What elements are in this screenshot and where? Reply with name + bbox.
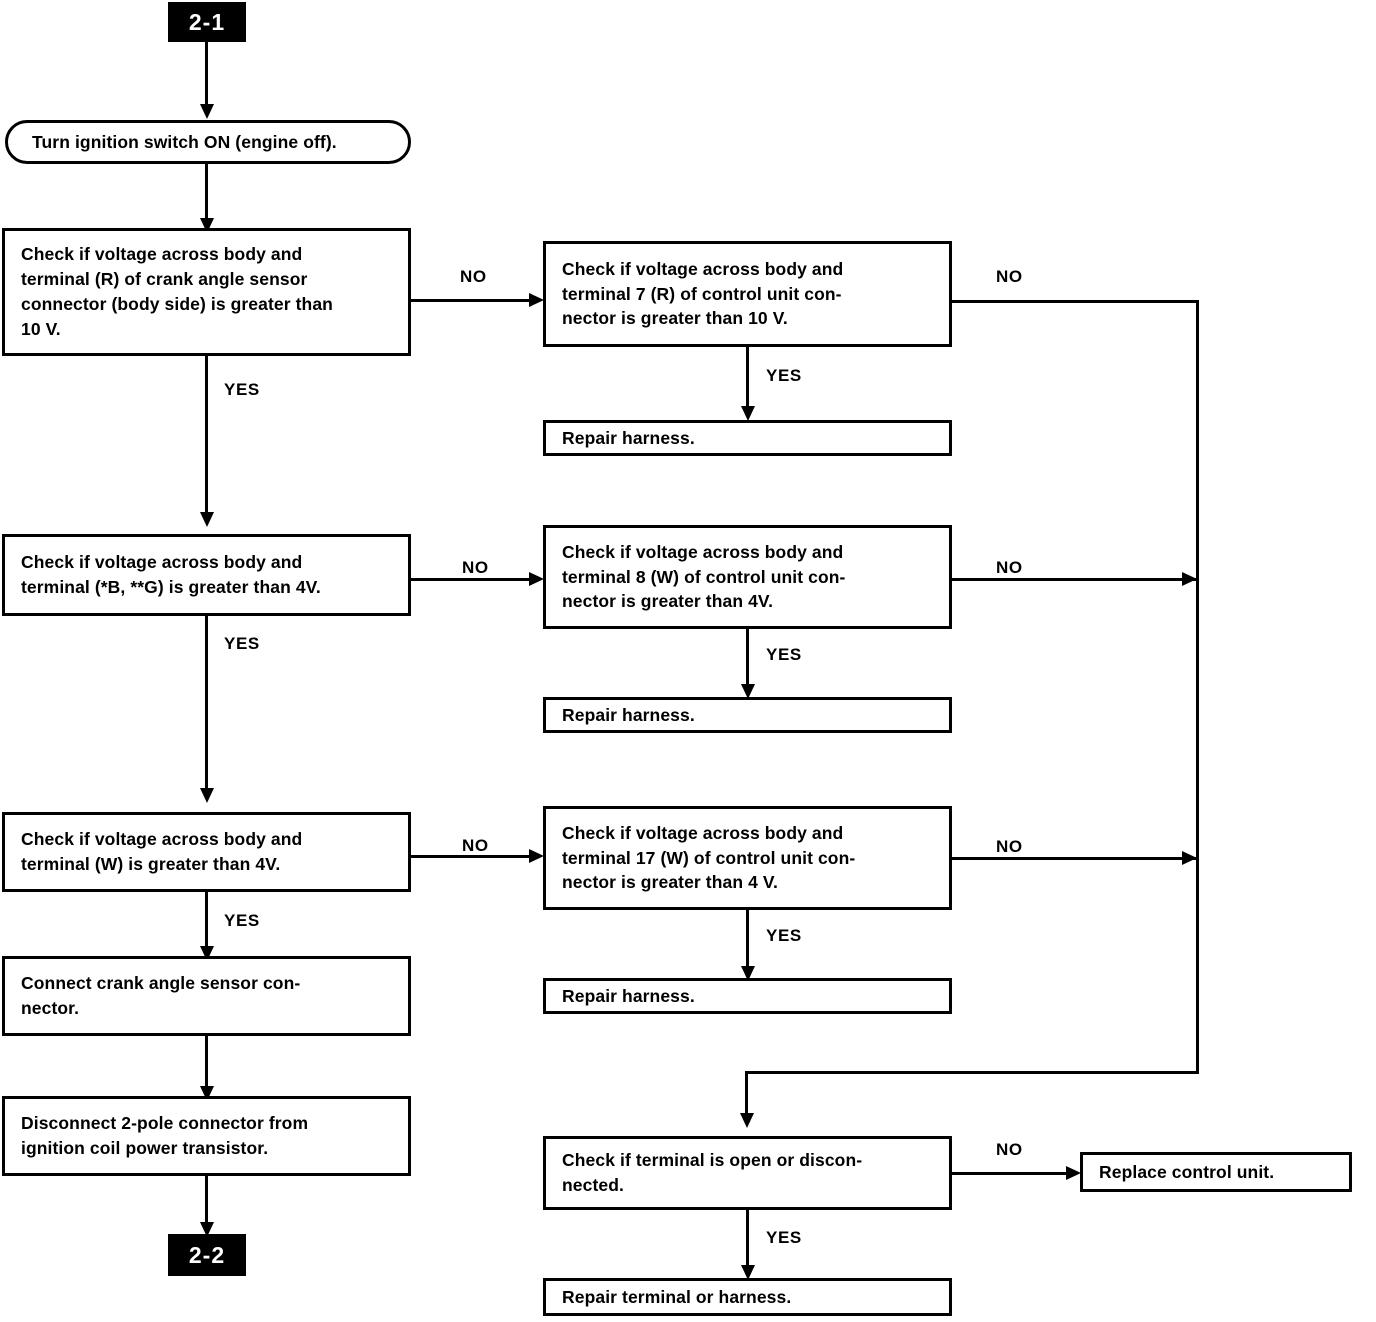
node-repair-harness-2: Repair harness. [543, 697, 952, 733]
disconnect-2pole-line1: Disconnect 2-pole connector from [21, 1113, 309, 1134]
edge-no-5 [411, 855, 533, 858]
replace-control-unit-line1: Replace control unit. [1099, 1161, 1275, 1182]
node-disconnect-2-pole-connector: Disconnect 2-pole connector from ignitio… [2, 1096, 411, 1176]
edge-no-2 [952, 300, 1199, 303]
check-cu-7r-line2: terminal 7 (R) of control unit con- [562, 283, 842, 304]
edge-yes-2 [746, 347, 749, 415]
check-sensor-r-line4: 10 V. [21, 318, 61, 339]
arrowhead-no-4 [1182, 572, 1197, 586]
check-cu-17w-line2: terminal 17 (W) of control unit con- [562, 847, 856, 868]
edge-label-yes-5: YES [224, 911, 260, 930]
edge-label-yes-7: YES [766, 1228, 802, 1247]
check-terminal-open-line2: nected. [562, 1175, 624, 1195]
node-check-terminal-open: Check if terminal is open or discon- nec… [543, 1136, 952, 1210]
arrowhead-no-7 [1066, 1166, 1081, 1180]
edge-yes-5 [205, 892, 208, 954]
edge-connect-to-disconnect [205, 1036, 208, 1094]
edge-no-7 [952, 1172, 1070, 1175]
check-term-w-line1: Check if voltage across body and [21, 829, 303, 850]
edge-label-no-5: NO [462, 836, 489, 855]
node-repair-harness-1: Repair harness. [543, 420, 952, 456]
repair-harness-1-line1: Repair harness. [562, 427, 695, 448]
check-cu-17w-line3: nector is greater than 4 V. [562, 872, 779, 893]
arrowhead-no-6 [1182, 851, 1197, 865]
edge-label-no-3: NO [462, 558, 489, 577]
check-cu-8w-line3: nector is greater than 4V. [562, 591, 774, 612]
node-repair-terminal-or-harness: Repair terminal or harness. [543, 1278, 952, 1316]
edge-no-1 [411, 299, 533, 302]
arrowhead-yes-4 [741, 684, 755, 699]
arrowhead-yes-2 [741, 406, 755, 421]
node-check-cu-terminal-17w: Check if voltage across body and termina… [543, 806, 952, 910]
check-cu-8w-line2: terminal 8 (W) of control unit con- [562, 566, 846, 587]
node-connect-crank-angle-sensor: Connect crank angle sensor con- nector. [2, 956, 411, 1036]
edge-label-yes-1: YES [224, 380, 260, 399]
node-turn-ignition: Turn ignition switch ON (engine off). [5, 120, 411, 164]
end-tag-label: 2-2 [188, 1241, 226, 1268]
repair-harness-3-line1: Repair harness. [562, 985, 695, 1006]
arrowhead-no-1 [529, 293, 544, 307]
node-check-cu-terminal-8w: Check if voltage across body and termina… [543, 525, 952, 629]
check-term-w-line2: terminal (W) is greater than 4V. [21, 854, 281, 874]
edge-label-no-2: NO [996, 267, 1023, 286]
start-tag-2-1: 2-1 [168, 2, 246, 42]
node-check-terminal-b-g: Check if voltage across body and termina… [2, 534, 411, 616]
edge-no-6 [952, 857, 1199, 860]
check-sensor-r-line2: terminal (R) of crank angle sensor [21, 269, 308, 290]
arrowhead-bus-to-terminal-check [740, 1113, 754, 1128]
connect-sensor-line1: Connect crank angle sensor con- [21, 973, 301, 994]
edge-label-yes-3: YES [224, 634, 260, 653]
edge-no-4 [952, 578, 1199, 581]
check-cu-7r-line3: nector is greater than 10 V. [562, 308, 788, 329]
arrowhead-yes-1 [200, 512, 214, 527]
bus-vertical-right [1196, 300, 1199, 1074]
check-terminal-open-line1: Check if terminal is open or discon- [562, 1150, 863, 1171]
edge-start-to-ignition [205, 42, 208, 108]
arrowhead-yes-7 [741, 1265, 755, 1280]
end-tag-2-2: 2-2 [168, 1234, 246, 1276]
bus-drop-to-terminal-check [745, 1071, 748, 1123]
node-repair-harness-3: Repair harness. [543, 978, 952, 1014]
node-check-terminal-w: Check if voltage across body and termina… [2, 812, 411, 892]
node-check-sensor-terminal-r: Check if voltage across body and termina… [2, 228, 411, 356]
edge-label-yes-4: YES [766, 645, 802, 664]
check-cu-17w-line1: Check if voltage across body and [562, 822, 844, 843]
edge-label-no-4: NO [996, 558, 1023, 577]
connect-sensor-line2: nector. [21, 998, 80, 1018]
check-sensor-r-line3: connector (body side) is greater than [21, 294, 333, 314]
arrowhead-no-5 [529, 849, 544, 863]
node-replace-control-unit: Replace control unit. [1080, 1152, 1352, 1192]
check-term-bg-line2: terminal (*B, **G) is greater than 4V. [21, 577, 321, 597]
edge-ignition-to-check1 [205, 164, 208, 226]
arrowhead-disconnect-to-end [200, 1222, 214, 1237]
edge-no-3 [411, 578, 533, 581]
start-tag-label: 2-1 [188, 8, 226, 35]
arrowhead-yes-3 [200, 788, 214, 803]
repair-harness-2-line1: Repair harness. [562, 704, 695, 725]
edge-label-no-6: NO [996, 837, 1023, 856]
check-term-bg-line1: Check if voltage across body and [21, 552, 303, 573]
edge-yes-6 [746, 910, 749, 976]
edge-yes-4 [746, 629, 749, 695]
edge-disconnect-to-end [205, 1176, 208, 1230]
edge-label-no-7: NO [996, 1140, 1023, 1159]
arrowhead-start-to-ignition [200, 104, 214, 119]
edge-yes-3 [205, 616, 208, 794]
check-sensor-r-line1: Check if voltage across body and [21, 244, 303, 265]
repair-terminal-line1: Repair terminal or harness. [562, 1286, 792, 1307]
turn-ignition-line1: Turn ignition switch ON (engine off). [32, 131, 337, 152]
edge-label-no-1: NO [460, 267, 487, 286]
edge-label-yes-2: YES [766, 366, 802, 385]
bus-horizontal-bottom [745, 1071, 1199, 1074]
edge-yes-1 [205, 356, 208, 522]
node-check-cu-terminal-7r: Check if voltage across body and termina… [543, 241, 952, 347]
edge-yes-7 [746, 1210, 749, 1275]
arrowhead-no-3 [529, 572, 544, 586]
check-cu-7r-line1: Check if voltage across body and [562, 258, 844, 279]
arrowhead-yes-6 [741, 966, 755, 981]
edge-label-yes-6: YES [766, 926, 802, 945]
disconnect-2pole-line2: ignition coil power transistor. [21, 1138, 269, 1158]
check-cu-8w-line1: Check if voltage across body and [562, 541, 844, 562]
